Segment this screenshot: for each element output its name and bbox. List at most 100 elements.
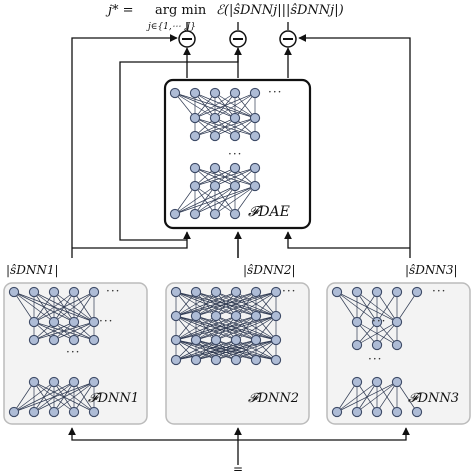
equation-operator: arg min: [155, 3, 207, 18]
network-edge: [194, 117, 256, 137]
network-node: [190, 334, 202, 346]
network-edge: [174, 185, 256, 215]
network-edges: [174, 92, 256, 215]
network-node: [371, 316, 383, 328]
network-node: [190, 310, 202, 322]
dnn1-output-label: |ŝDNN1|: [6, 263, 59, 277]
subtract-node-1: [178, 30, 196, 48]
network-node: [230, 334, 242, 346]
network-edge: [33, 321, 75, 341]
network-node: [28, 286, 40, 298]
dnn-block-2: ··· 𝓕DNN2 |ŝDNN2|: [165, 263, 310, 425]
network-node: [189, 208, 201, 220]
dnn3-network: ··· ··· ···: [331, 284, 446, 418]
dnn3-to-dae-line: [284, 231, 410, 249]
input-to-dnn1-line: [68, 427, 238, 441]
dnn-block-1: ········· 𝓕DNN1 |ŝDNN1|: [3, 263, 148, 425]
network-edge: [174, 185, 236, 215]
network-node: [270, 354, 282, 366]
ellipsis-label: ···: [432, 284, 446, 298]
network-node: [229, 87, 241, 99]
network-edge: [356, 321, 398, 346]
dnn2-network: ···: [170, 284, 296, 366]
network-node: [8, 406, 20, 418]
network-edge: [194, 92, 236, 119]
network-edge: [214, 167, 256, 187]
network-edge: [396, 381, 418, 413]
network-node: [189, 87, 201, 99]
network-edge: [13, 381, 35, 413]
network-node: [189, 180, 201, 192]
network-node: [189, 112, 201, 124]
ellipsis-label: ···: [282, 284, 296, 298]
network-edge: [33, 321, 95, 341]
network-edge: [396, 291, 418, 323]
network-node: [68, 334, 80, 346]
network-edge: [194, 92, 216, 119]
dnn3-output-label: |ŝDNN3|: [405, 263, 458, 277]
dnn2-output-label: |ŝDNN2|: [243, 263, 296, 277]
network-node: [270, 310, 282, 322]
network-node: [391, 286, 403, 298]
network-edge: [234, 92, 256, 119]
ellipsis-label: ···: [268, 85, 282, 99]
subtract-nodes: [178, 30, 297, 48]
network-edge: [214, 117, 256, 137]
network-node: [331, 286, 343, 298]
dnn1-network: ·········: [8, 284, 119, 418]
network-edge: [376, 291, 398, 323]
dnn3-label: 𝓕DNN3: [408, 391, 459, 406]
network-node: [88, 406, 100, 418]
network-edge: [175, 291, 217, 317]
input-to-dnn3-line: [238, 427, 410, 441]
network-edge: [215, 339, 277, 361]
network-nodes: ···: [170, 284, 296, 366]
network-edge: [255, 315, 277, 341]
dae-block: ······ 𝓕DAE: [163, 78, 312, 230]
network-node: [170, 286, 182, 298]
network-node: [48, 316, 60, 328]
network-edge: [194, 185, 256, 215]
network-edge: [214, 185, 256, 215]
dae-box: [163, 78, 312, 230]
network-node: [230, 310, 242, 322]
network-node: [88, 316, 100, 328]
network-node: [391, 406, 403, 418]
network-edge: [175, 291, 197, 317]
network-node: [189, 130, 201, 142]
network-edge: [215, 291, 277, 317]
network-node: [250, 310, 262, 322]
network-node: [28, 316, 40, 328]
network-edge: [234, 185, 256, 215]
network-node: [48, 406, 60, 418]
dnn1-label: 𝓕DNN1: [88, 391, 139, 406]
network-edge: [336, 381, 358, 413]
network-edge: [214, 92, 256, 119]
network-node: [229, 130, 241, 142]
vertical-ellipsis-label: ···: [368, 352, 382, 366]
network-node: [209, 180, 221, 192]
network-node: [48, 376, 60, 388]
network-edge: [194, 117, 236, 137]
network-edge: [174, 185, 196, 215]
network-node: [331, 406, 343, 418]
network-edge: [336, 381, 398, 413]
network-edges: [336, 291, 418, 413]
network-node: [371, 406, 383, 418]
network-edge: [195, 291, 277, 317]
network-edge: [175, 339, 237, 361]
dnn3-to-sub3-line: [298, 34, 411, 258]
network-node: [391, 376, 403, 388]
network-edge: [356, 381, 398, 413]
network-node: [249, 112, 261, 124]
network-edge: [336, 381, 378, 413]
network-edge: [33, 291, 95, 323]
network-node: [28, 376, 40, 388]
network-node: [190, 354, 202, 366]
network-edge: [336, 291, 358, 323]
network-node: [351, 406, 363, 418]
ellipsis-label: ···: [372, 314, 386, 328]
network-edge: [175, 291, 277, 317]
network-node: [209, 130, 221, 142]
network-node: [170, 334, 182, 346]
